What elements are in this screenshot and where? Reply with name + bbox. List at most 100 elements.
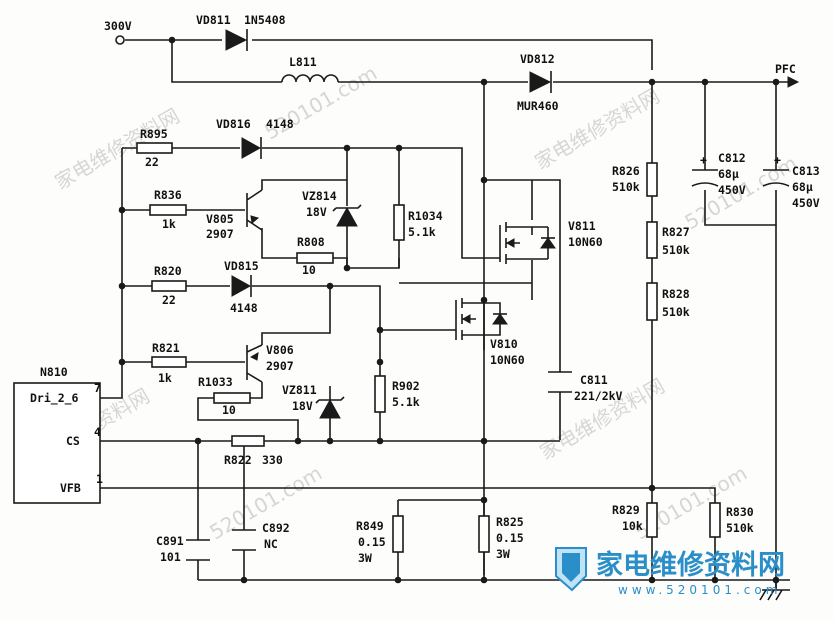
diode-symbol: [231, 275, 252, 297]
label-r829: R829: [612, 503, 640, 517]
resistor-body: [393, 204, 405, 241]
mosfet-arrow: [505, 238, 515, 248]
label-r822: R822: [224, 453, 252, 467]
label-pin-cs-num: 4: [94, 425, 101, 439]
junction-dot: [480, 78, 488, 86]
label-v806: V806: [266, 343, 294, 357]
resistor-r825: R825 0.15 3W: [478, 515, 524, 561]
watermark-text: 家电维修资料网: [536, 374, 669, 465]
transistor-arrow: [250, 215, 260, 224]
input-terminal-300v: 300V: [104, 19, 132, 45]
label-r895-val: 22: [145, 155, 159, 169]
site-logo: 家电维修资料网 www.520101.com: [555, 547, 785, 597]
label-vz811-val: 18V: [292, 399, 313, 413]
resistor-r828: R828 510k: [646, 282, 690, 321]
zener-vz811: VZ811 18V: [282, 383, 345, 419]
label-c811: C811: [580, 373, 608, 387]
resistor-body: [231, 435, 265, 447]
ground-symbol: [759, 580, 790, 601]
resistor-body: [149, 204, 187, 216]
label-pin-vfb-num: 1: [96, 472, 103, 486]
body-diode: [492, 313, 508, 325]
resistor-r849: R849 0.15 3W: [356, 515, 404, 565]
junction-dot: [376, 326, 384, 334]
label-l811: L811: [289, 55, 317, 69]
resistor-r821: R821 1k: [151, 341, 187, 385]
resistor-r1034: R1034 5.1k: [393, 204, 443, 241]
label-vz814-val: 18V: [306, 205, 327, 219]
label-vd811: VD811: [196, 13, 231, 27]
label-r820: R820: [154, 264, 182, 278]
transistor-v806: V806 2907: [246, 343, 294, 383]
label-v811-part: 10N60: [568, 235, 603, 249]
resistor-body: [709, 502, 721, 538]
junction-dot: [772, 78, 780, 86]
resistor-body: [478, 515, 490, 553]
label-r902-val: 5.1k: [392, 395, 420, 409]
resistor-r836: R836 1k: [149, 188, 187, 231]
label-r827-val: 510k: [662, 243, 690, 257]
label-c891: C891: [156, 534, 184, 548]
label-r825: R825: [496, 515, 524, 529]
resistor-body: [374, 375, 386, 413]
junction-dot: [326, 282, 334, 290]
label-v805-part: 2907: [206, 227, 234, 241]
label-vd812-part: MUR460: [517, 99, 559, 113]
watermark-layer: 家电维修资料网 520101.com 家电维修资料网 520101.com 家电…: [21, 61, 802, 544]
label-r828: R828: [662, 287, 690, 301]
junction-dot: [294, 437, 302, 445]
junction-dot: [343, 144, 351, 152]
diode-symbol: [529, 71, 552, 93]
diode-vd811: VD811 1N5408: [196, 13, 286, 51]
resistor-r826: R826 510k: [612, 162, 658, 197]
junction-dot: [711, 576, 719, 584]
logo-text: 家电维修资料网: [596, 549, 785, 581]
label-vd815: VD815: [224, 259, 259, 273]
diode-vd812: VD812 MUR460: [517, 52, 559, 113]
label-pin-dri: Dri_2_6: [30, 391, 79, 406]
label-vd815-part: 4148: [230, 301, 258, 315]
label-r849-val2: 3W: [358, 551, 372, 565]
zener-vz814: VZ814 18V: [302, 189, 362, 227]
label-r826-val: 510k: [612, 180, 640, 194]
label-vz814: VZ814: [302, 189, 337, 203]
label-r849-val1: 0.15: [358, 535, 386, 549]
label-r1034: R1034: [408, 209, 443, 223]
junction-dot: [648, 78, 656, 86]
label-vd816-part: 4148: [266, 117, 294, 131]
diode-symbol: [241, 137, 262, 159]
resistor-r895: R895 22: [136, 127, 173, 169]
label-c812-plus: +: [700, 153, 707, 167]
inductor-coil: [281, 74, 339, 83]
body-diode: [540, 237, 556, 249]
resistor-body: [213, 392, 251, 404]
label-v806-part: 2907: [266, 359, 294, 373]
resistor-body: [646, 162, 658, 197]
label-vd811-part: 1N5408: [244, 13, 286, 27]
capacitor-c813: + C813 68μ 450V: [762, 153, 820, 210]
mosfet-v810: V810 10N60: [455, 298, 525, 367]
label-vz811: VZ811: [282, 383, 317, 397]
junction-dot: [648, 576, 656, 584]
label-r830-val: 510k: [726, 521, 754, 535]
mosfet-v811: V811 10N60: [499, 219, 603, 264]
junction-dot: [118, 282, 126, 290]
junction-dot: [343, 264, 351, 272]
transistor-arrow: [249, 352, 259, 361]
label-r849: R849: [356, 519, 384, 533]
capacitor-c892: C892 NC: [232, 521, 290, 551]
junction-dot: [376, 437, 384, 445]
watermark-text: 520101.com: [261, 61, 382, 144]
junction-dot: [118, 206, 126, 214]
resistor-r830: R830 510k: [709, 502, 754, 538]
junction-dot: [395, 144, 403, 152]
label-r895: R895: [140, 127, 168, 141]
label-r825-val1: 0.15: [496, 531, 524, 545]
label-r1033: R1033: [198, 375, 233, 389]
label-c812: C812: [718, 151, 746, 165]
mosfet-arrow: [461, 314, 471, 324]
arrow-icon: [787, 76, 800, 88]
ic-n810: N810 Dri_2_6 7 CS 4 VFB 1: [13, 365, 103, 504]
label-c892-val: NC: [264, 537, 278, 551]
